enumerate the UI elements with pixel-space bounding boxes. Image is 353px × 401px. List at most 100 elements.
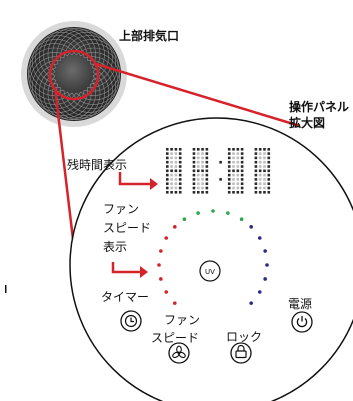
display-dot (254, 182, 258, 185)
speed-dot (159, 249, 163, 253)
speed-dot (257, 290, 262, 294)
display-dot (178, 173, 182, 177)
display-dot (258, 186, 262, 190)
display-dot (170, 156, 173, 160)
display-dot (178, 182, 182, 185)
display-dot (263, 173, 266, 177)
display-dot (236, 160, 240, 164)
display-dot (205, 152, 209, 155)
display-dot (174, 160, 178, 164)
uv-button-ring[interactable] (199, 260, 221, 282)
vent-hub (55, 55, 93, 93)
display-dot (201, 156, 204, 160)
display-dot (170, 178, 173, 181)
display-dot (232, 156, 235, 160)
display-dot (236, 169, 240, 173)
display-dot (227, 169, 231, 173)
lock-button[interactable] (230, 342, 252, 364)
label-fan-speed-display-1: ファン (103, 202, 140, 216)
uv-button[interactable]: UV (199, 260, 221, 282)
power-icon (296, 316, 308, 328)
speed-dot (164, 236, 169, 240)
display-dot (267, 148, 271, 151)
display-dot (267, 152, 271, 155)
display-dot (178, 178, 182, 181)
display-dot (263, 160, 266, 164)
display-dot (240, 169, 244, 173)
speed-dot (164, 290, 169, 294)
display-dot (258, 156, 262, 160)
display-dot (201, 191, 204, 194)
speed-dot (211, 209, 215, 213)
display-dot (178, 156, 182, 160)
speed-dot (265, 263, 269, 267)
label-fan-speed-2: スピード (151, 331, 200, 345)
label-fan-speed-display-3: 表示 (103, 240, 128, 254)
display-dot (196, 178, 200, 181)
display-dot (205, 165, 209, 168)
label-panel-line2: 拡大図 (289, 116, 326, 130)
display-dot (166, 148, 169, 151)
display-dot (254, 191, 258, 194)
display-dot (196, 182, 200, 185)
display-dot (196, 169, 200, 173)
display-dot (178, 191, 182, 194)
power-button[interactable] (291, 311, 313, 333)
display-dot (174, 165, 178, 168)
timer-icon (124, 314, 138, 328)
display-dot (267, 160, 271, 164)
display-dot (227, 152, 231, 155)
display-dot (174, 152, 178, 155)
display-dot (166, 152, 169, 155)
display-dot (227, 160, 231, 164)
display-dot (178, 165, 182, 168)
speed-dot (263, 277, 267, 281)
display-dot (201, 182, 204, 185)
label-lock: ロック (226, 330, 263, 344)
display-dot (267, 173, 271, 177)
display-dot (170, 165, 173, 168)
display-dot (201, 169, 204, 173)
display-dot (236, 156, 240, 160)
display-dot (166, 169, 169, 173)
display-dot (263, 186, 266, 190)
display-dot (254, 169, 258, 173)
dot-matrix-display (166, 148, 271, 194)
display-dot (178, 169, 182, 173)
display-dot (240, 148, 244, 151)
speed-dot (173, 301, 177, 305)
display-dot (196, 165, 200, 168)
display-dot (236, 191, 240, 194)
display-dot (205, 169, 209, 173)
display-dot (236, 178, 240, 181)
label-remaining-time: 残時間表示 (67, 158, 128, 172)
display-dot (205, 178, 209, 181)
display-dot (166, 178, 169, 181)
display-dot (205, 160, 209, 164)
display-dot (240, 186, 244, 190)
fan-speed-button[interactable] (168, 342, 190, 364)
arrow-fan-speed-display (111, 262, 148, 278)
display-dot (192, 156, 196, 160)
display-dot (178, 160, 182, 164)
display-dot (166, 182, 169, 185)
speed-dot (263, 249, 267, 253)
display-dot (254, 152, 258, 155)
display-dot (267, 178, 271, 181)
speed-dot (196, 211, 200, 215)
timer-button[interactable] (120, 310, 142, 332)
display-dot (178, 152, 182, 155)
fan-speed-indicator-dots (157, 209, 269, 305)
exhaust-vent (21, 21, 127, 127)
display-dot (263, 191, 266, 194)
display-dot (258, 169, 262, 173)
display-dot (170, 160, 173, 164)
speed-dot (239, 217, 244, 222)
label-panel-line1: 操作パネル (289, 100, 350, 114)
display-dot (192, 160, 196, 164)
display-dot (263, 152, 266, 155)
display-dot (192, 148, 196, 151)
display-dot (192, 191, 196, 194)
display-dot (196, 148, 200, 151)
display-dot (227, 173, 231, 177)
